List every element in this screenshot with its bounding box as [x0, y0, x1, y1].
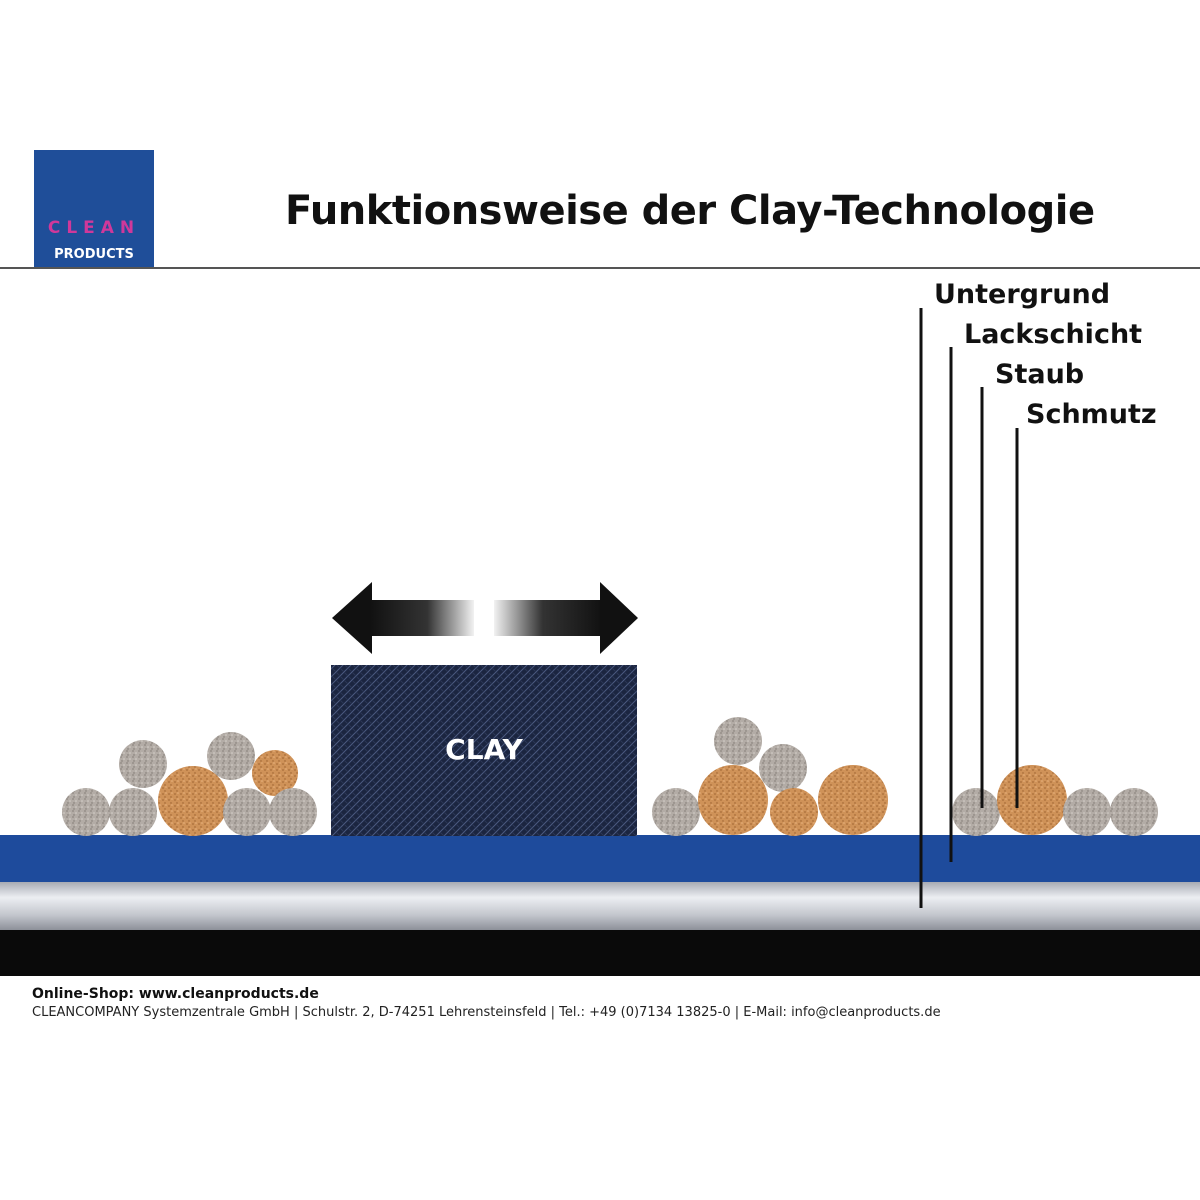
- label-lackschicht: Lackschicht: [964, 319, 1143, 350]
- dirt-particle: [997, 765, 1067, 835]
- dirt-particle: [770, 788, 818, 836]
- clay-label: CLAY: [445, 733, 523, 766]
- footer-online-shop: Online-Shop: www.cleanproducts.de: [32, 986, 319, 1002]
- arrow-left-head: [332, 582, 372, 654]
- double-headed-arrow-icon: [332, 582, 638, 654]
- dust-particle: [952, 788, 1000, 836]
- dust-particle: [223, 788, 271, 836]
- dust-particle: [1063, 788, 1111, 836]
- arrow-right-shaft: [494, 600, 602, 636]
- dust-particle: [652, 788, 700, 836]
- page-title: Funktionsweise der Clay-Technologie: [285, 188, 1095, 234]
- dust-particle: [207, 732, 255, 780]
- title-divider: [0, 267, 1200, 269]
- arrow-left-shaft: [370, 600, 474, 636]
- substrate-layer: [0, 880, 1200, 930]
- dust-particle: [269, 788, 317, 836]
- particles-left-group: [62, 732, 317, 836]
- footer-company-info: CLEANCOMPANY Systemzentrale GmbH | Schul…: [32, 1005, 941, 1020]
- dust-particle: [759, 744, 807, 792]
- label-schmutz: Schmutz: [1026, 399, 1157, 430]
- dust-particle: [119, 740, 167, 788]
- dirt-particle: [818, 765, 888, 835]
- dust-particle: [62, 788, 110, 836]
- clay-block: [331, 665, 637, 836]
- dirt-particle: [698, 765, 768, 835]
- logo-line-clean: CLEAN: [47, 218, 141, 238]
- label-untergrund: Untergrund: [934, 279, 1111, 310]
- particles-right-group: [952, 765, 1158, 836]
- label-staub: Staub: [995, 359, 1085, 390]
- base-layer: [0, 930, 1200, 976]
- paint-layer: [0, 835, 1200, 882]
- dust-particle: [714, 717, 762, 765]
- dirt-particle: [252, 750, 298, 796]
- dust-particle: [1110, 788, 1158, 836]
- dirt-particle: [158, 766, 228, 836]
- clean-products-logo: CLEAN PRODUCTS: [34, 150, 154, 268]
- particles-middle-group: [652, 717, 888, 836]
- arrow-right-head: [600, 582, 638, 654]
- dust-particle: [109, 788, 157, 836]
- logo-line-products: PRODUCTS: [54, 247, 134, 262]
